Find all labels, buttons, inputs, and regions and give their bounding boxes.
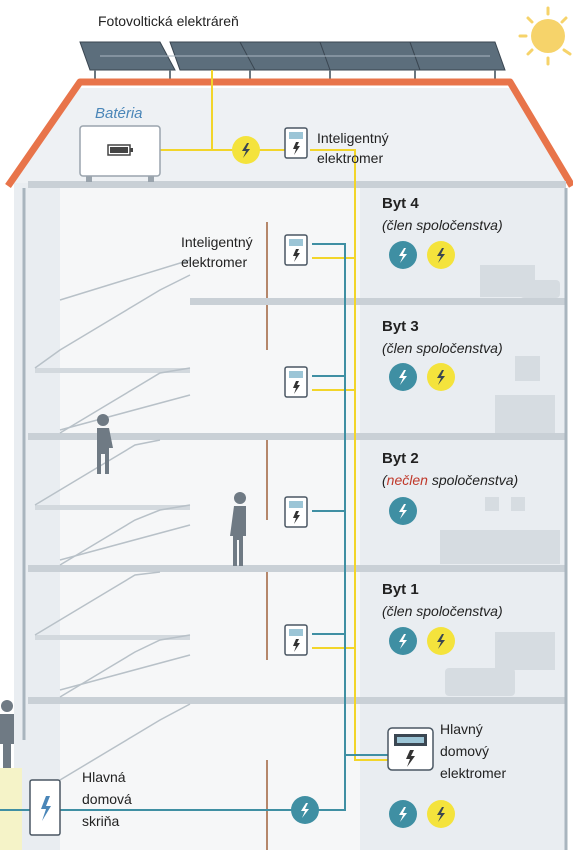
solar-wires (160, 70, 388, 761)
solar-panels (79, 41, 506, 84)
grid-energy-icon (389, 363, 417, 391)
main-box-label-line2: domová (82, 791, 132, 807)
grid-energy-icon (389, 241, 417, 269)
solar-energy-icon (427, 800, 455, 828)
apartment-name: Byt 4 (382, 195, 419, 212)
energy-circles (232, 136, 455, 828)
attic-meter-label-line1: Inteligentný (317, 130, 389, 146)
floor4-meter-label-line1: Inteligentný (181, 234, 253, 250)
diagram-title: Fotovoltická elektráreň (98, 13, 239, 29)
floor4-meter-label-line2: elektromer (181, 254, 248, 270)
grid-energy-icon (389, 800, 417, 828)
main-distribution-box-icon (29, 779, 61, 836)
apartment-name: Byt 2 (382, 450, 419, 467)
main-box-label-line1: Hlavná (82, 769, 126, 785)
apartment-role: (člen spoločenstva) (382, 217, 503, 233)
solar-energy-icon (427, 627, 455, 655)
building-walls (14, 88, 566, 850)
grid-energy-icon (389, 497, 417, 525)
attic-meter-label-line2: elektromer (317, 150, 384, 166)
solar-energy-icon (427, 363, 455, 391)
main-meter-label-line2: domový (440, 743, 490, 759)
solar-energy-icon (427, 241, 455, 269)
grid-wires (0, 243, 388, 811)
staircase (34, 259, 191, 781)
grid-energy-icon (291, 796, 319, 824)
main-box-label-line3: skriňa (82, 813, 120, 829)
non-member-highlight: nečlen (386, 472, 428, 488)
person-silhouette (0, 414, 246, 772)
battery-unit (79, 125, 161, 182)
sun-icon (518, 6, 572, 66)
grid-energy-icon (389, 627, 417, 655)
solar-energy-icon (232, 136, 260, 164)
furniture-silhouettes (0, 265, 560, 850)
floor-slabs (28, 181, 566, 704)
main-meter-label-line1: Hlavný (440, 721, 483, 737)
battery-label: Batéria (95, 105, 143, 122)
apartment-name: Byt 3 (382, 318, 419, 335)
apartment-role: (člen spoločenstva) (382, 603, 503, 619)
outer-walls (22, 188, 568, 850)
roof-outline (5, 78, 573, 188)
smart-meter-icon (284, 127, 308, 656)
apartment-role: (člen spoločenstva) (382, 340, 503, 356)
main-meter-label-line3: elektromer (440, 765, 507, 781)
main-meter-icon (387, 727, 434, 771)
apartment-name: Byt 1 (382, 581, 419, 598)
apartment-role: (nečlen spoločenstva) (382, 472, 519, 488)
